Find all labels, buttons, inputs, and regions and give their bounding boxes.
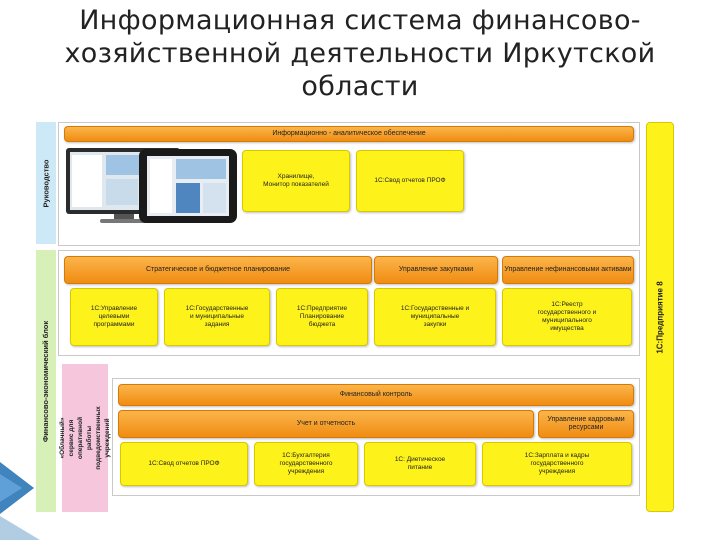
dietary-nutrition-box[interactable]: 1С: Диетическое питание [364,442,476,486]
budget-planning-label: 1С:Предприятие Планирование бюджета [296,305,348,328]
management-label: Руководство [41,158,51,208]
financial-control-header: Финансовый контроль [118,384,634,406]
title-line-2: хозяйственной деятельности Иркутской [64,38,656,69]
report-summary-prof-top-box[interactable]: 1С:Свод отчетов ПРОФ [356,150,464,212]
data-warehouse-label: Хранилище, Монитор показателей [263,173,329,188]
accounting-header: Учет и отчетность [118,410,534,438]
management-label-panel: Руководство [36,122,56,244]
platform-label: 1С:Предприятие 8 [655,280,665,354]
strategic-planning-header: Стратегическое и бюджетное планирование [64,256,372,284]
assets-header: Управление нефинансовыми активами [502,256,634,284]
title-line-1: Информационная система финансово- [79,5,641,36]
procurement-label: Управление закупками [398,266,474,273]
strategic-planning-label: Стратегическое и бюджетное планирование [145,266,290,273]
procurement-header: Управление закупками [374,256,498,284]
state-tasks-box[interactable]: 1С:Государственные и муниципальные задан… [164,288,270,346]
state-tasks-label: 1С:Государственные и муниципальные задан… [185,305,249,328]
report-summary-prof-bottom-label: 1С:Свод отчетов ПРОФ [148,460,220,467]
property-registry-box[interactable]: 1С:Реестр государственного и муниципальн… [502,288,632,346]
report-summary-prof-bottom-box[interactable]: 1С:Свод отчетов ПРОФ [120,442,248,486]
state-procurement-label: 1С:Государственные и муниципальные закуп… [400,305,470,328]
analytics-header: Информационно - аналитическое обеспечени… [64,126,634,142]
salary-hr-box[interactable]: 1С:Зарплата и кадры государственного учр… [482,442,632,486]
platform-bar: 1С:Предприятие 8 [646,122,674,512]
dietary-nutrition-label: 1С: Диетическое питание [394,456,446,471]
target-programs-label: 1С:Управление целевыми программами [90,305,138,328]
finance-block-label: Финансово-экономический блок [41,320,51,442]
data-warehouse-box[interactable]: Хранилище, Монитор показателей [242,150,350,212]
tablet-icon [139,149,237,223]
state-accounting-box[interactable]: 1С:Бухгалтерия государственного учрежден… [254,442,358,486]
page-title: Информационная система финансово- хозяйс… [10,4,710,103]
target-programs-box[interactable]: 1С:Управление целевыми программами [70,288,158,346]
hr-header: Управление кадровыми ресурсами [538,410,634,438]
cloud-service-label: «Облачный» сервис для оперативной работы… [59,406,111,470]
accounting-label: Учет и отчетность [296,420,356,427]
cloud-service-label-panel: «Облачный» сервис для оперативной работы… [59,364,111,512]
financial-control-label: Финансовый контроль [339,391,413,398]
finance-block-label-panel: Финансово-экономический блок [36,250,56,512]
salary-hr-label: 1С:Зарплата и кадры государственного учр… [524,452,590,475]
report-summary-prof-top-label: 1С:Свод отчетов ПРОФ [374,177,446,184]
arrow-icon [0,462,40,540]
property-registry-label: 1С:Реестр государственного и муниципальн… [537,301,597,332]
hr-label: Управление кадровыми ресурсами [547,416,625,431]
assets-label: Управление нефинансовыми активами [504,266,632,273]
budget-planning-box[interactable]: 1С:Предприятие Планирование бюджета [276,288,368,346]
state-procurement-box[interactable]: 1С:Государственные и муниципальные закуп… [374,288,496,346]
state-accounting-label: 1С:Бухгалтерия государственного учрежден… [279,452,333,475]
analytics-header-label: Информационно - аналитическое обеспечени… [272,130,426,137]
title-line-3: области [301,71,419,102]
